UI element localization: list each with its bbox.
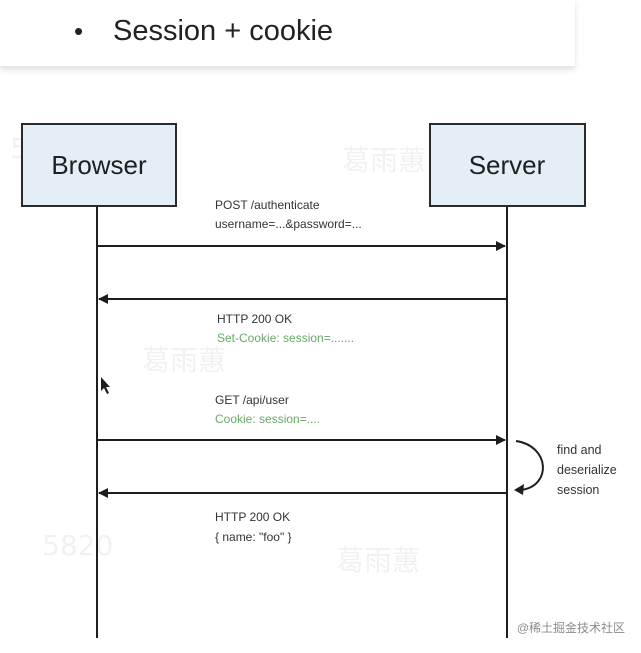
browser-actor-box [21,123,177,207]
message-label: GET /api/user [215,393,289,407]
message-label: { name: "foo" } [215,530,292,544]
mouse-cursor-icon [101,377,110,394]
message-label: HTTP 200 OK [217,312,292,326]
server-note-line: find and [557,443,602,457]
watermark-text: 葛雨蕙 [336,544,420,577]
browser-actor-label: Browser [51,150,147,180]
server-actor-box [429,123,586,207]
slide-title: Session + cookie [113,15,334,47]
platform-credit: @稀土掘金技术社区 [516,621,625,635]
watermark-text: 5820 [42,529,113,562]
server-note-line: session [557,483,599,497]
server-self-arrowhead [514,484,524,495]
watermark-text: 葛雨蕙 [142,344,226,377]
message-label: POST /authenticate [215,198,320,212]
server-note-line: deserialize [557,463,617,477]
server-self-arrow [515,440,544,491]
slide-title-bar: • Session + cookie [0,0,575,67]
bullet-mark: • [74,16,84,46]
message-label: Cookie: session=.... [215,412,320,426]
message-label: HTTP 200 OK [215,510,290,524]
message-label: Set-Cookie: session=....... [217,331,354,345]
watermark-text: 葛雨蕙 [342,144,426,177]
message-label: username=...&password=... [215,217,362,231]
server-actor-label: Server [469,150,546,180]
